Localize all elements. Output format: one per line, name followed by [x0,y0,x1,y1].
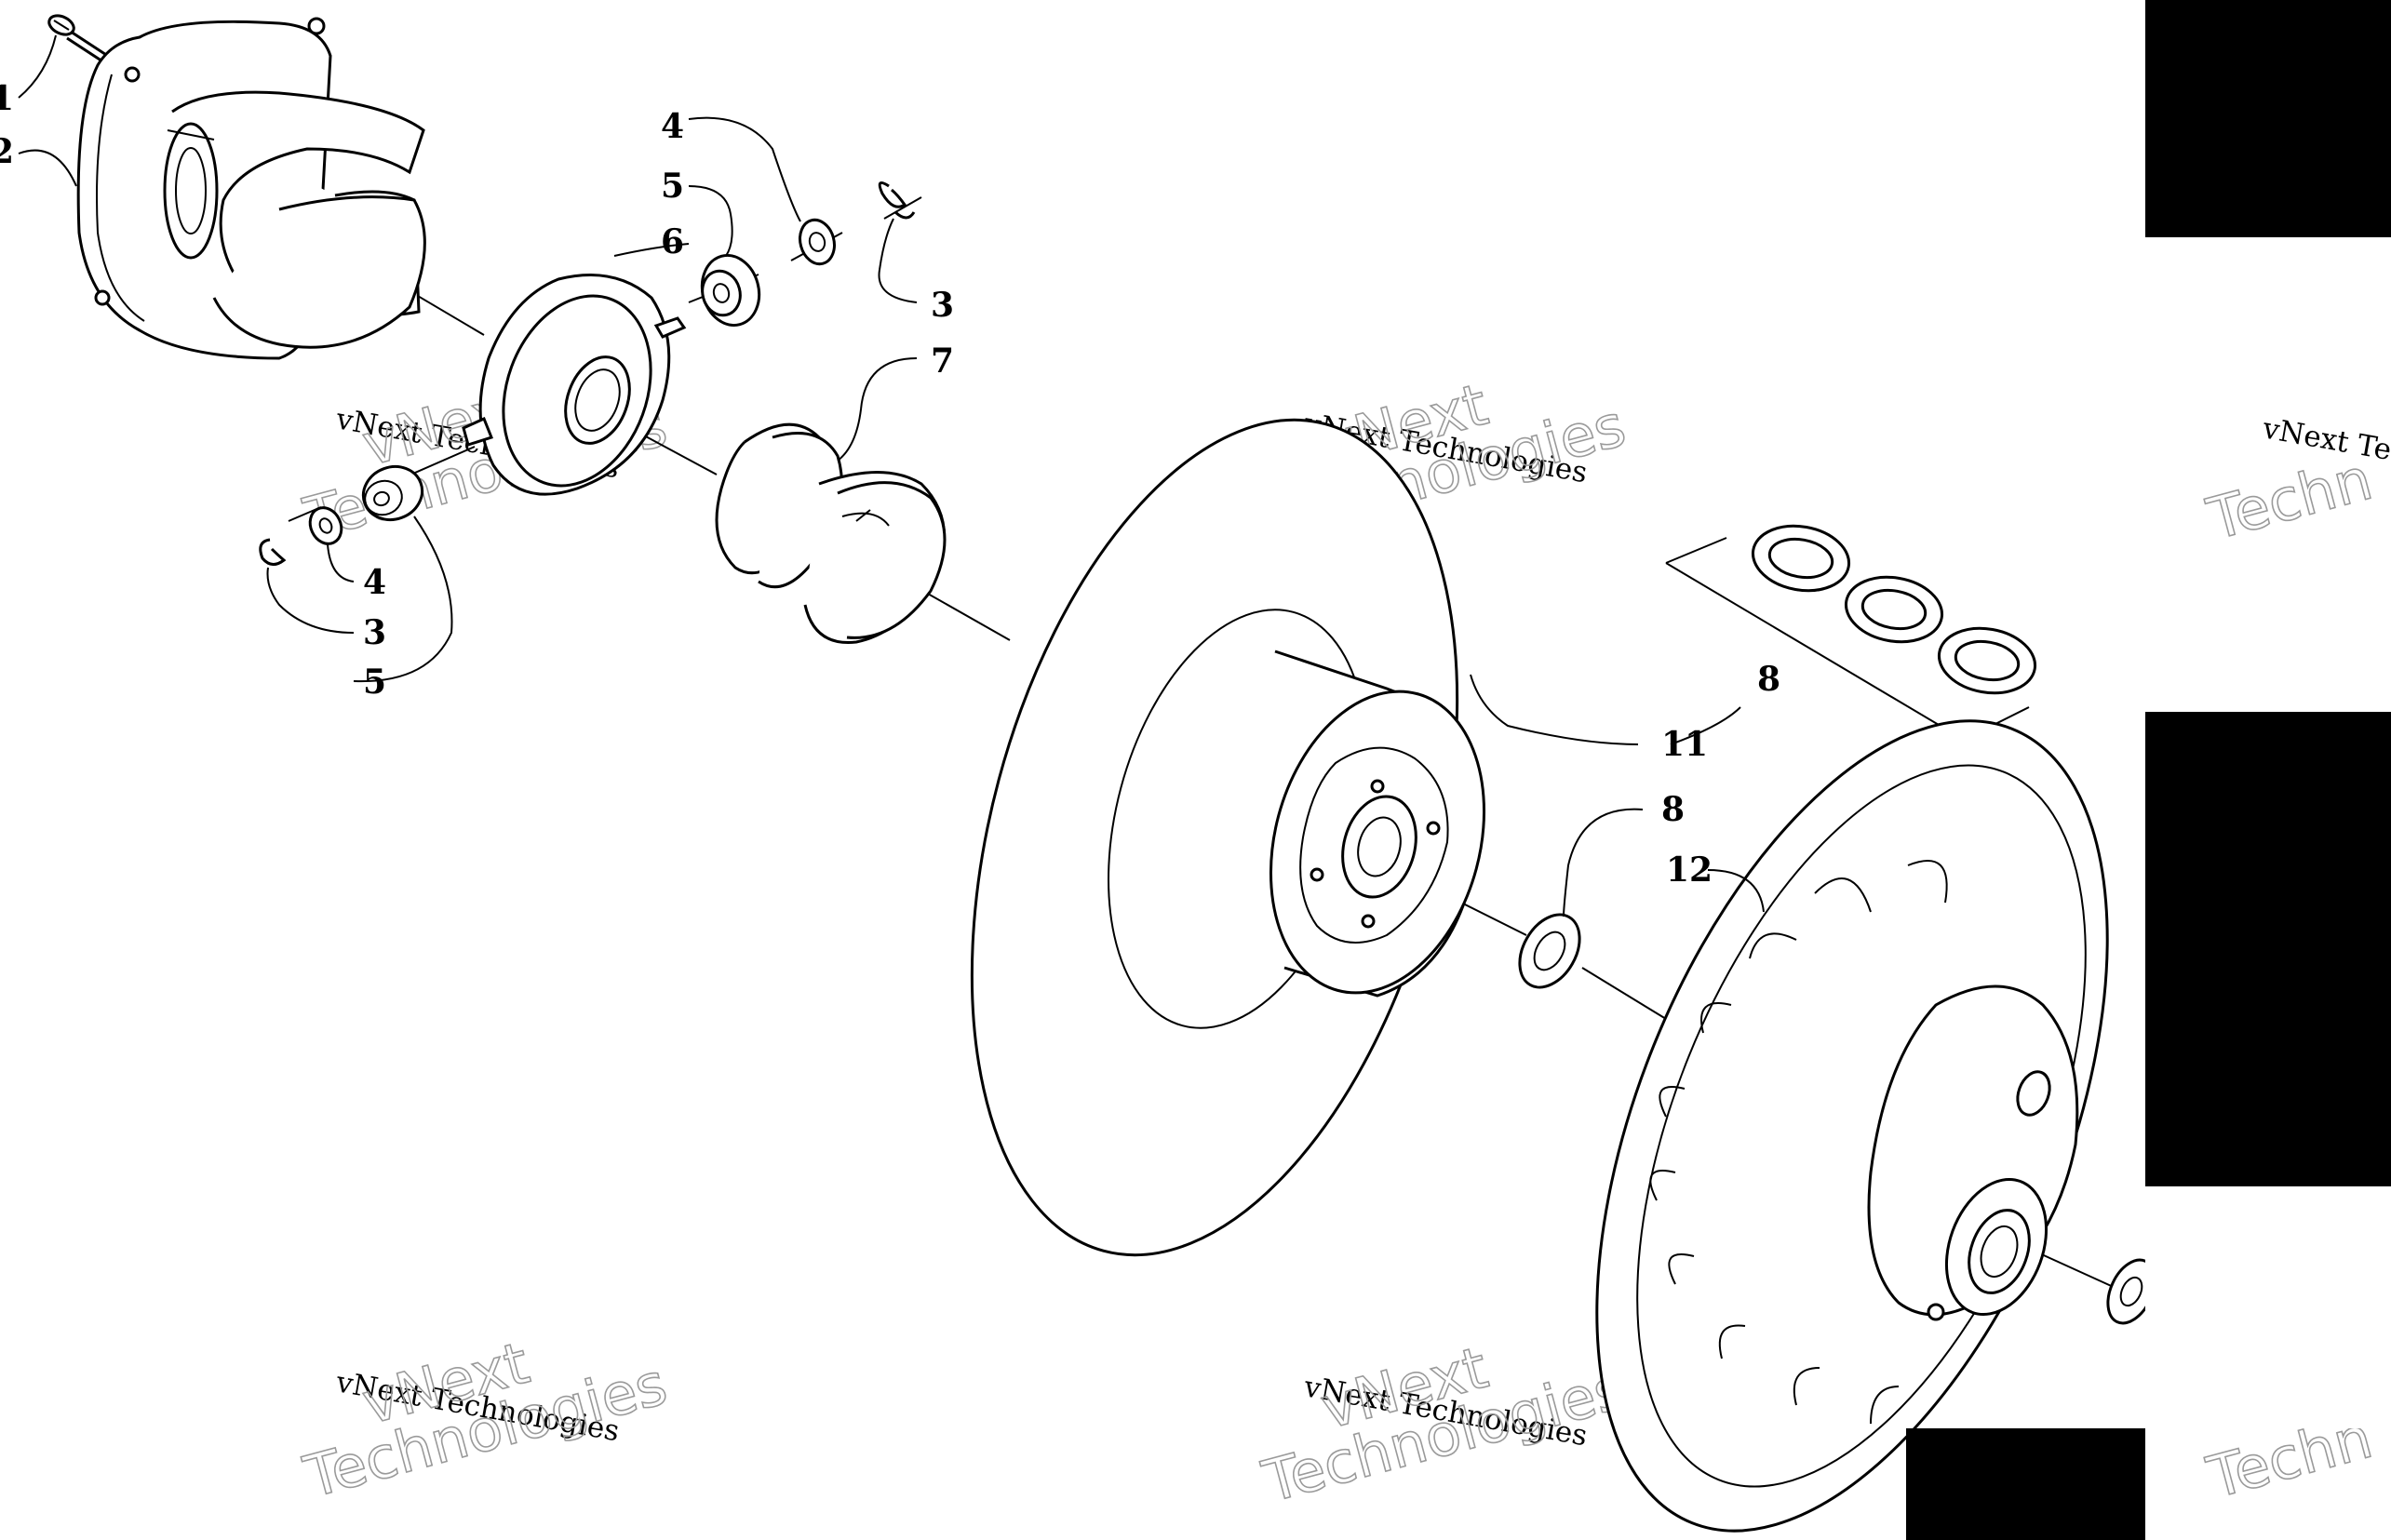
part-2-housing [76,17,426,360]
callout-1: 1 [0,79,14,118]
edge-blocks [1906,0,2391,1540]
part-6-clutch-hub [462,274,687,496]
part-3-clip-lower [259,538,287,566]
callout-12: 12 [1666,850,1713,890]
callout-labels: 1 2 4 5 6 3 7 4 3 5 8 11 8 12 [0,79,1780,890]
callout-3-lower: 3 [363,613,386,652]
callout-5-upper: 5 [661,167,684,206]
callout-8-washer: 8 [1661,790,1685,829]
callout-4-upper: 4 [661,107,684,146]
callout-6: 6 [661,222,684,261]
callout-5-lower: 5 [363,663,386,702]
part-11-sheave [970,418,1486,1257]
part-12-fixed-sheave [1595,719,2109,1533]
callout-3-upper: 3 [931,286,954,325]
part-4-washer-upper [799,218,836,266]
leader-lines [18,34,1765,917]
callout-4-lower: 4 [363,563,386,602]
part-5-roller-upper [700,253,761,328]
part-8-shim-set [1665,524,2037,741]
callout-8-shims: 8 [1757,660,1780,699]
callout-7: 7 [931,341,954,381]
part-3-clip-upper [878,181,916,220]
part-7-spring [715,422,947,644]
watermark-large-line2: Techn [2200,445,2379,554]
part-5-roller-lower [361,465,424,521]
part-4-washer-lower [308,506,343,545]
callout-11: 11 [1661,725,1708,764]
callout-2: 2 [0,132,14,171]
part-8-washer-single [1518,913,1581,989]
